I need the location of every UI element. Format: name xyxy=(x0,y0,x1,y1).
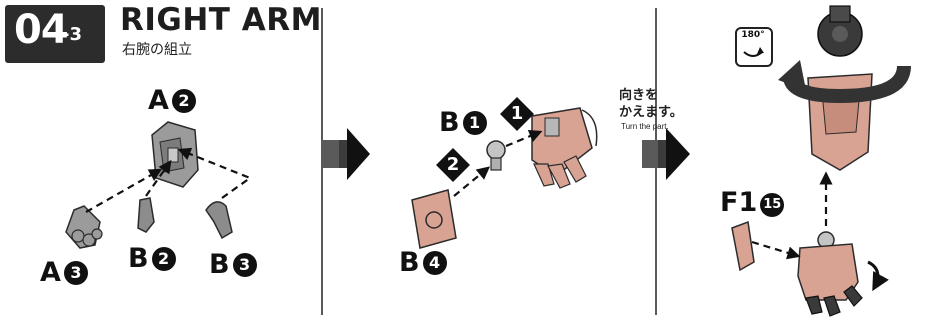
guide-arrows-panel2 xyxy=(453,129,543,197)
curved-arrow-icon xyxy=(867,260,889,292)
arrow-right-icon xyxy=(642,128,690,180)
turn-note-en: Turn the part. xyxy=(621,122,669,131)
part-a3-finger xyxy=(65,205,103,249)
part-b3-thumb xyxy=(205,201,233,240)
page-subtitle-jp: 右腕の組立 xyxy=(122,41,192,57)
part-upper-arm-dark xyxy=(817,5,863,57)
guide-arrows-panel1 xyxy=(85,147,253,213)
rotation-arc-icon xyxy=(743,47,764,57)
order-marker-1: 1 xyxy=(500,97,534,131)
part-b4-bracket xyxy=(411,189,457,249)
rotation-180-icon xyxy=(735,27,773,67)
step-number-box xyxy=(5,5,105,63)
arrow-right-icon xyxy=(323,128,370,180)
part-b2-finger xyxy=(137,197,155,233)
step-number: 04 xyxy=(14,7,69,53)
part-hand-salmon xyxy=(531,107,598,189)
part-b1-ball-joint xyxy=(486,140,506,171)
part-f1-hand-assembly xyxy=(731,220,863,317)
step-sub-number: -3 xyxy=(62,24,82,45)
page-title: RIGHT ARM xyxy=(120,2,322,38)
guide-arrows-panel3 xyxy=(751,171,833,260)
rotation-badge-text: 180° xyxy=(741,30,765,40)
rotate-arrow-icon xyxy=(778,60,911,104)
order-marker-2: 2 xyxy=(436,148,470,182)
turn-note-jp: 向きを かえます。 xyxy=(619,87,683,119)
